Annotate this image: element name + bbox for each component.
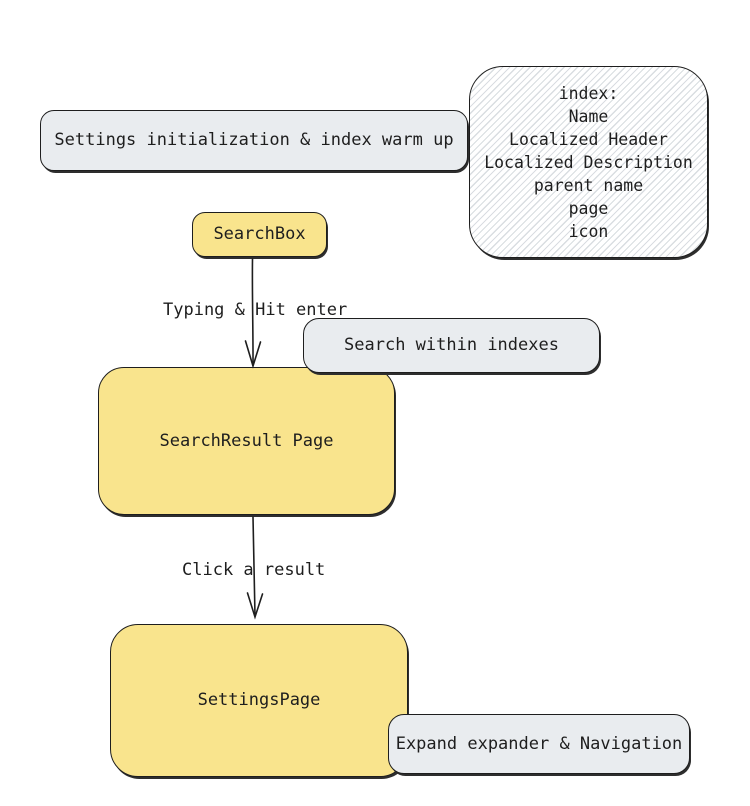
arrow-typing-enter-head xyxy=(244,340,262,369)
index-field-localized-header: Localized Header xyxy=(509,129,668,149)
index-field-parent-name: parent name xyxy=(533,175,644,195)
node-expand-navigation: Expand expander & Navigation xyxy=(388,714,690,774)
index-field-page: page xyxy=(568,198,609,218)
node-settings-init-label: Settings initialization & index warm up xyxy=(54,130,454,151)
node-settingspage-label: SettingsPage xyxy=(197,690,321,711)
index-field-name: Name xyxy=(568,106,609,126)
node-searchbox: SearchBox xyxy=(192,212,327,257)
index-field-localized-description: Localized Description xyxy=(484,152,693,172)
node-search-within-indexes: Search within indexes xyxy=(303,318,600,373)
node-searchresult-page: SearchResult Page xyxy=(98,367,395,515)
edge-label-click-a-result: Click a result xyxy=(182,560,326,580)
arrow-click-result-head xyxy=(246,592,264,620)
node-index-note: index: Name Localized Header Localized D… xyxy=(469,66,708,258)
edge-label-typing-hit-enter: Typing & Hit enter xyxy=(163,300,348,320)
node-settingspage: SettingsPage xyxy=(110,624,408,777)
node-settings-init: Settings initialization & index warm up xyxy=(40,110,468,171)
index-note-title: index: xyxy=(558,83,619,103)
node-expand-navigation-label: Expand expander & Navigation xyxy=(395,733,683,754)
node-search-within-indexes-label: Search within indexes xyxy=(344,335,559,356)
index-field-icon: icon xyxy=(568,221,609,241)
node-searchbox-label: SearchBox xyxy=(213,224,306,245)
node-searchresult-page-label: SearchResult Page xyxy=(159,430,334,451)
